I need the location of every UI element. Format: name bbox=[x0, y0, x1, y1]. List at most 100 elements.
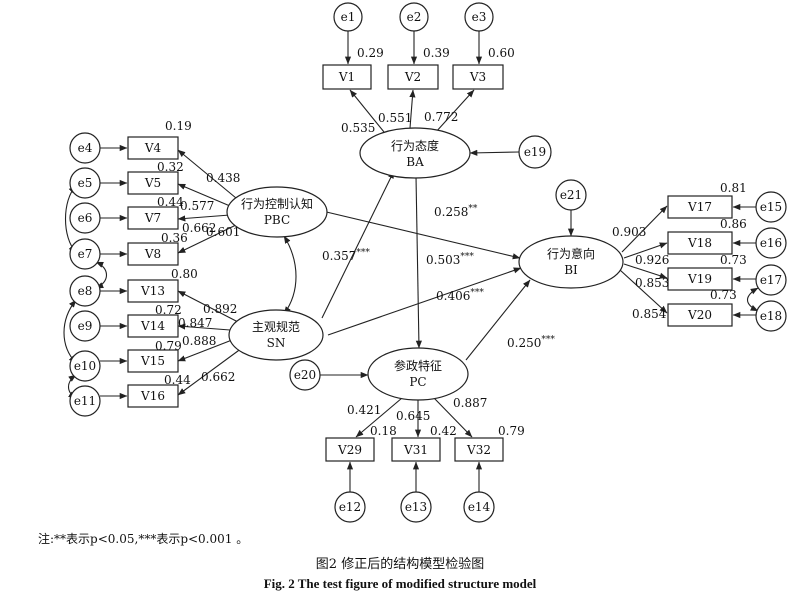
error-e17: e17 bbox=[755, 264, 787, 296]
bi-abbr: BI bbox=[564, 263, 578, 277]
label-ld-sn-v13: 0.892 bbox=[203, 302, 237, 316]
edge-sn-bi bbox=[327, 267, 522, 336]
label-r2-v15: 0.79 bbox=[155, 339, 182, 353]
observed-v17: V17 bbox=[667, 195, 733, 219]
edge-sn-v16 bbox=[177, 347, 243, 396]
sn-abbr: SN bbox=[267, 336, 286, 350]
svg-text:e21: e21 bbox=[560, 188, 582, 202]
label-ld-bi-v19: 0.853 bbox=[635, 276, 669, 290]
pbc-label: 行为控制认知 bbox=[241, 197, 313, 211]
edge-sn-ba bbox=[321, 170, 395, 319]
pc-label: 参政特征 bbox=[394, 358, 442, 373]
label-ld-sn-v15: 0.888 bbox=[182, 334, 216, 348]
label-ld-pc-v31: 0.645 bbox=[396, 409, 430, 423]
svg-text:e6: e6 bbox=[78, 211, 93, 225]
label-r2-v18: 0.86 bbox=[720, 217, 747, 231]
svg-text:e1: e1 bbox=[341, 10, 356, 24]
observed-v29: V29 bbox=[325, 437, 375, 462]
edge-pc-bi bbox=[465, 279, 531, 361]
observed-v31: V31 bbox=[391, 437, 441, 462]
edge-bi-v20 bbox=[619, 269, 668, 314]
error-e19: e19 bbox=[518, 135, 552, 169]
sn-label: 主观规范 bbox=[252, 319, 300, 334]
label-ld-pbc-v5: 0.577 bbox=[180, 199, 214, 213]
error-e4: e4 bbox=[69, 132, 101, 164]
svg-text:e18: e18 bbox=[760, 309, 782, 323]
edge-bi-v18 bbox=[623, 242, 668, 259]
observed-v5: V5 bbox=[127, 171, 179, 195]
label-ld-pbc-v7: 0.662 bbox=[182, 221, 216, 235]
ba-abbr: BA bbox=[406, 155, 424, 169]
label-r2-v8: 0.36 bbox=[161, 231, 188, 245]
label-r2-v17: 0.81 bbox=[720, 181, 747, 195]
error-e2: e2 bbox=[399, 2, 429, 32]
label-ld-pbc-v4: 0.438 bbox=[206, 171, 240, 185]
label-r2-v16: 0.44 bbox=[164, 373, 191, 387]
edges bbox=[63, 31, 759, 492]
svg-text:e14: e14 bbox=[468, 500, 491, 514]
label-path-sn-bi: 0.406*** bbox=[436, 288, 484, 303]
error-e14: e14 bbox=[463, 491, 495, 523]
label-ld-bi-v17: 0.903 bbox=[612, 225, 646, 239]
svg-text:V29: V29 bbox=[337, 443, 362, 457]
edge-ba-v3 bbox=[434, 89, 475, 134]
pbc-abbr: PBC bbox=[264, 213, 290, 227]
cov-e17-e18 bbox=[746, 287, 759, 312]
svg-text:V16: V16 bbox=[140, 389, 165, 403]
error-e20: e20 bbox=[289, 359, 321, 391]
svg-text:e19: e19 bbox=[524, 145, 546, 159]
svg-text:e11: e11 bbox=[74, 394, 96, 408]
edge-pbc-bi bbox=[317, 209, 521, 260]
label-path-pbc-bi: 0.503*** bbox=[426, 252, 474, 267]
edge-e19-ba bbox=[469, 149, 520, 156]
error-e15: e15 bbox=[755, 191, 787, 223]
label-r2-v32: 0.79 bbox=[498, 424, 525, 438]
svg-text:e2: e2 bbox=[407, 10, 422, 24]
error-e5: e5 bbox=[69, 167, 101, 199]
observed-v1: V1 bbox=[322, 64, 372, 90]
edge-pbc-v4 bbox=[177, 149, 237, 199]
observed-v18: V18 bbox=[667, 231, 733, 255]
label-ld-pc-v32: 0.887 bbox=[453, 396, 487, 410]
error-e8: e8 bbox=[69, 275, 101, 307]
svg-text:V17: V17 bbox=[687, 200, 712, 214]
label-path-ba-bi: 0.258** bbox=[434, 204, 478, 219]
observed-v4: V4 bbox=[127, 136, 179, 160]
svg-text:V8: V8 bbox=[144, 247, 161, 261]
observed-v14: V14 bbox=[127, 314, 179, 338]
error-e1: e1 bbox=[333, 2, 363, 32]
svg-text:e5: e5 bbox=[78, 176, 93, 190]
svg-text:V14: V14 bbox=[140, 319, 165, 333]
svg-text:V5: V5 bbox=[144, 176, 161, 190]
observed-v32: V32 bbox=[454, 437, 504, 462]
svg-text:V7: V7 bbox=[144, 211, 161, 225]
svg-text:V3: V3 bbox=[469, 70, 486, 84]
pc-abbr: PC bbox=[409, 375, 426, 389]
error-e13: e13 bbox=[400, 491, 432, 523]
svg-text:V4: V4 bbox=[144, 141, 162, 155]
svg-text:e10: e10 bbox=[74, 359, 96, 373]
svg-text:e9: e9 bbox=[78, 319, 93, 333]
svg-text:e20: e20 bbox=[294, 368, 316, 382]
svg-text:V20: V20 bbox=[687, 308, 712, 322]
label-r2-v4: 0.19 bbox=[165, 119, 192, 133]
svg-text:e16: e16 bbox=[760, 236, 782, 250]
error-e9: e9 bbox=[69, 310, 101, 342]
label-ld-pc-v29: 0.421 bbox=[347, 403, 381, 417]
svg-text:V13: V13 bbox=[140, 284, 165, 298]
svg-text:e13: e13 bbox=[405, 500, 427, 514]
error-e11: e11 bbox=[69, 385, 101, 417]
error-e7: e7 bbox=[69, 238, 101, 270]
edge-pc-v32 bbox=[433, 397, 473, 438]
label-ld-ba-v1: 0.535 bbox=[341, 121, 375, 135]
significance-note: 注:**表示p<0.05,***表示p<0.001 。 bbox=[38, 532, 249, 546]
svg-text:e7: e7 bbox=[78, 247, 93, 261]
label-ld-ba-v2: 0.551 bbox=[378, 111, 412, 125]
latent-sn: 主观规范 SN bbox=[228, 309, 324, 361]
svg-text:V19: V19 bbox=[687, 272, 712, 286]
error-e10: e10 bbox=[69, 350, 101, 382]
error-e16: e16 bbox=[755, 227, 787, 259]
error-e12: e12 bbox=[334, 491, 366, 523]
edge-sn-v13 bbox=[177, 290, 239, 323]
error-e6: e6 bbox=[69, 202, 101, 234]
